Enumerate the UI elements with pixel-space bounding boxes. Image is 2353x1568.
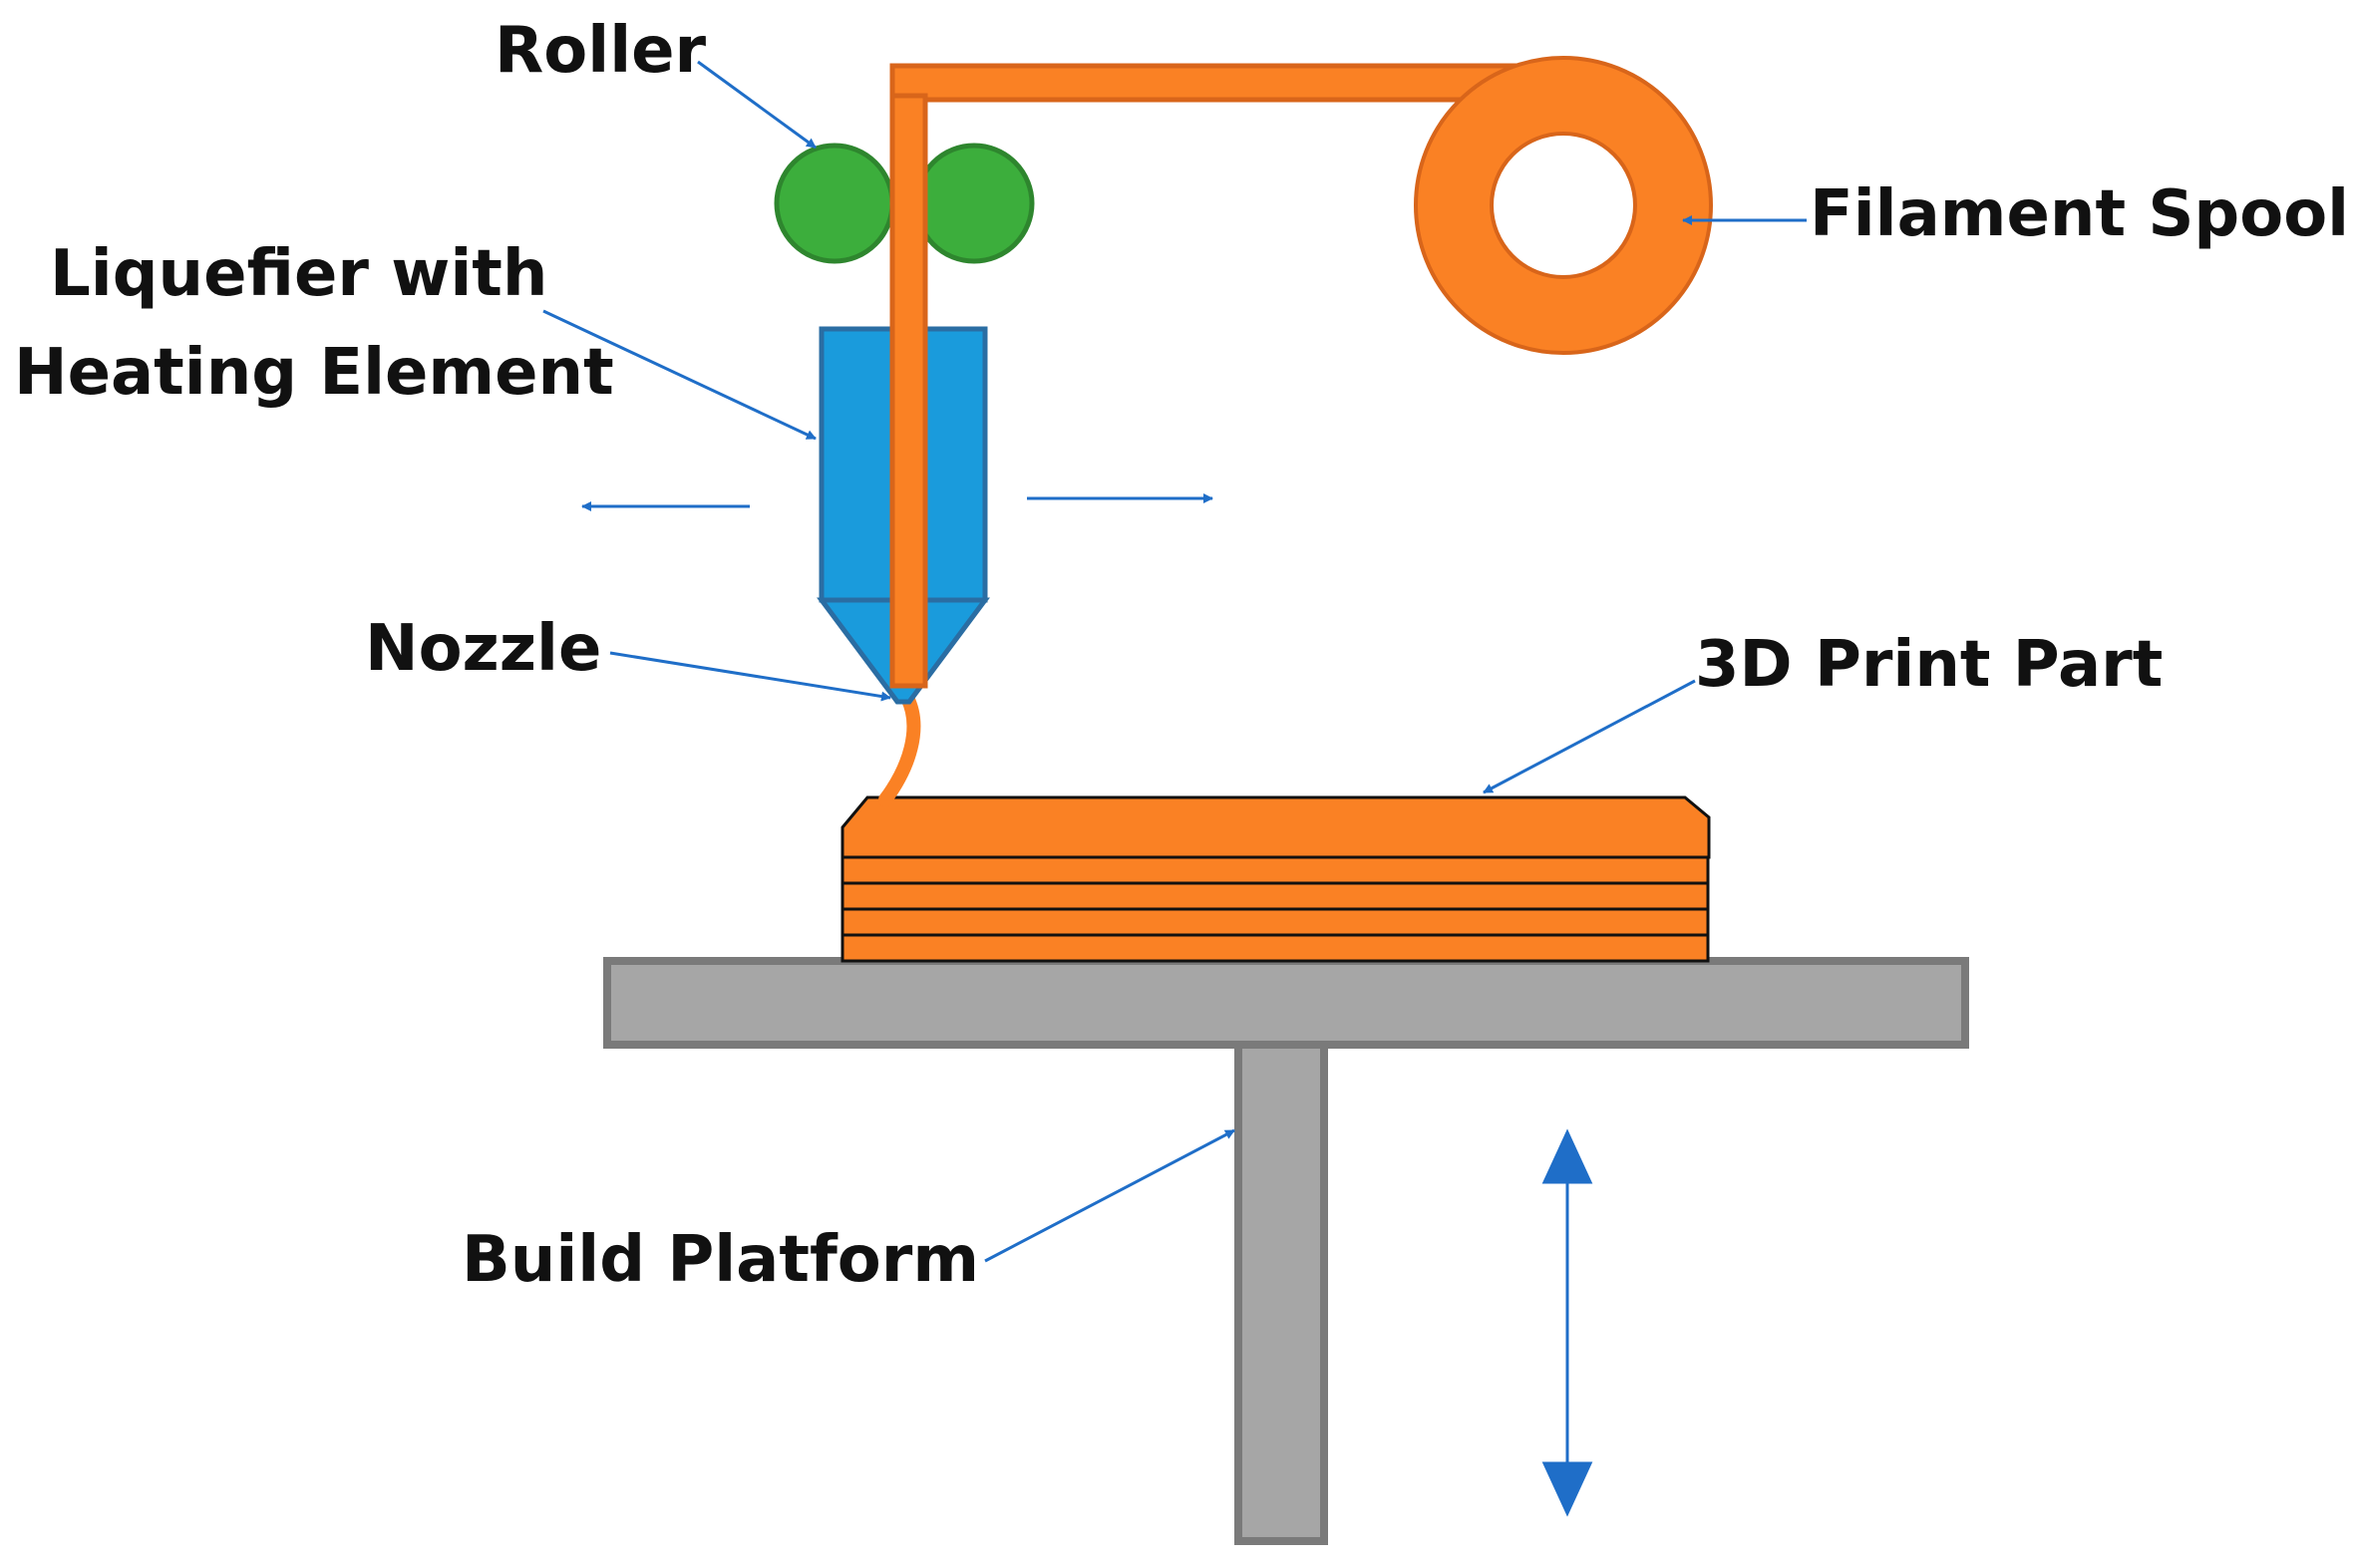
label-liquefier-line2: Heating Element xyxy=(14,336,614,410)
extruded-strand xyxy=(878,691,921,806)
print-part-layer xyxy=(840,881,1710,911)
motion-arrows xyxy=(581,493,1593,1517)
print-part xyxy=(840,795,1711,963)
motion-arrow-up-head xyxy=(1541,1128,1593,1184)
label-roller: Roller xyxy=(495,14,707,88)
label-filament-spool: Filament Spool xyxy=(1810,177,2349,251)
labels: Roller Liquefier with Heating Element No… xyxy=(14,14,2349,1297)
arrow-build-platform xyxy=(984,1128,1235,1263)
filament-in-liquefier xyxy=(889,93,928,689)
print-part-layer xyxy=(840,907,1710,937)
filament-spool-ring xyxy=(1416,58,1711,353)
build-platform xyxy=(603,957,1969,1545)
motion-arrow-down-head xyxy=(1541,1461,1593,1517)
print-part-layer xyxy=(840,855,1710,885)
print-part-top-layer xyxy=(840,795,1711,859)
roller-left xyxy=(774,143,895,264)
filament-spool-outline xyxy=(1414,56,1713,355)
rollers xyxy=(774,143,1035,264)
filament-spool-hole xyxy=(1490,132,1637,279)
arrow-liquefier xyxy=(542,309,817,441)
arrow-roller xyxy=(697,60,817,150)
label-build-platform: Build Platform xyxy=(462,1223,979,1297)
arrow-print-part xyxy=(1483,679,1696,794)
build-platform-top xyxy=(603,957,1969,1049)
roller-right xyxy=(913,143,1035,264)
label-print-part: 3D Print Part xyxy=(1695,628,2163,702)
label-liquefier-line1: Liquefier with xyxy=(50,237,547,311)
print-part-layer xyxy=(840,933,1710,963)
label-nozzle: Nozzle xyxy=(365,612,601,686)
filament-spool xyxy=(1414,56,1713,355)
build-platform-stem xyxy=(1234,1039,1328,1545)
arrow-nozzle xyxy=(609,651,891,702)
leader-arrows xyxy=(542,60,1807,1263)
